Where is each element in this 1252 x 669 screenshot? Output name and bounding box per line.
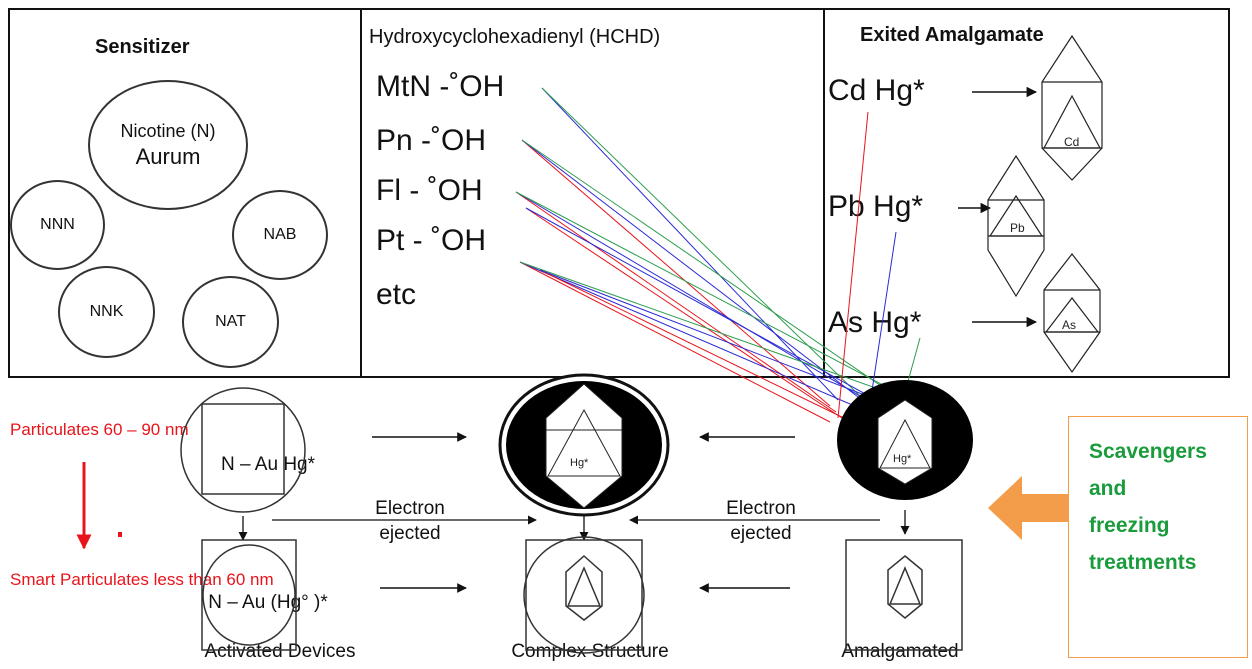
nat-label: NAT (215, 313, 246, 330)
as-hg-label: As Hg* (828, 306, 922, 339)
callout-line-3: freezing (1089, 514, 1170, 537)
cd-hexagon: Cd (1041, 34, 1103, 181)
radical-mtn: MtN -˚OH (376, 70, 505, 103)
amalgamate-title: Exited Amalgamate (860, 24, 1044, 46)
radical-fl: Fl - ˚OH (376, 174, 483, 207)
sensitizer-title: Sensitizer (95, 36, 190, 58)
particulates-bottom-label: Smart Particulates less than 60 nm (10, 570, 274, 589)
radical-pt: Pt - ˚OH (376, 224, 486, 257)
nab-label: NAB (263, 226, 297, 243)
caption-complex-structure: Complex Structure (511, 641, 669, 662)
electron-ejected-right: Electron ejected (726, 498, 796, 544)
pb-hg-label: Pb Hg* (828, 190, 924, 223)
hchd-title: Hydroxycyclohexadienyl (HCHD) (369, 26, 661, 48)
n-au-hg-bottom-text: N – Au (Hg° )* (208, 592, 328, 613)
scavengers-callout: Scavengers and freezing treatments (1068, 416, 1248, 658)
activated-bottom-shape (201, 539, 297, 651)
radical-pn: Pn -˚OH (376, 124, 487, 157)
nnk-ellipse: NNK (58, 266, 155, 358)
caption-activated-devices: Activated Devices (204, 641, 356, 662)
amalgam-bottom-shape (845, 539, 963, 651)
nicotine-aurum-ellipse: Nicotine (N) Aurum (88, 80, 248, 210)
top-panel-frame (8, 8, 1230, 378)
as-hexagon: As (1043, 253, 1101, 374)
connection-lines (515, 87, 921, 423)
callout-line-1: Scavengers (1089, 440, 1207, 463)
callout-line-2: and (1089, 477, 1127, 500)
nnk-label: NNK (89, 303, 124, 320)
nab-ellipse: NAB (232, 190, 328, 280)
nat-ellipse: NAT (182, 276, 279, 368)
activated-top-shape (180, 387, 306, 513)
nnn-label: NNN (40, 216, 75, 233)
divider-right (823, 8, 825, 378)
radical-etc: etc (376, 278, 417, 311)
divider-left (360, 8, 362, 378)
caption-amalgamated: Amalgamated (841, 641, 959, 662)
complex-top-shape: Hg* (498, 373, 670, 517)
pb-symbol: Pb (1010, 221, 1025, 235)
n-au-hg-bottom-box: N – Au (Hg° )* (206, 548, 330, 658)
nnn-ellipse: NNN (10, 180, 105, 270)
pb-hexagon: Pb (987, 154, 1045, 298)
callout-arrow (988, 476, 1068, 540)
amalgam-top-shape: Hg* (837, 380, 973, 500)
n-au-hg-text: N – Au Hg* (221, 454, 315, 475)
nicotine-label: Nicotine (N) (120, 120, 216, 141)
aurum-label: Aurum (135, 143, 201, 169)
particulates-top-label: Particulates 60 – 90 nm (10, 420, 189, 439)
complex-bottom-shape (523, 536, 645, 654)
as-symbol: As (1062, 318, 1076, 332)
red-dot (118, 532, 122, 537)
hg-star-right: Hg* (893, 453, 912, 465)
callout-line-4: treatments (1089, 551, 1197, 574)
cd-hg-label: Cd Hg* (828, 74, 925, 107)
cd-symbol: Cd (1064, 135, 1079, 149)
electron-ejected-left: Electron ejected (375, 498, 445, 544)
n-au-hg-box: N – Au Hg* (206, 410, 330, 520)
hg-star-center: Hg* (570, 457, 589, 469)
